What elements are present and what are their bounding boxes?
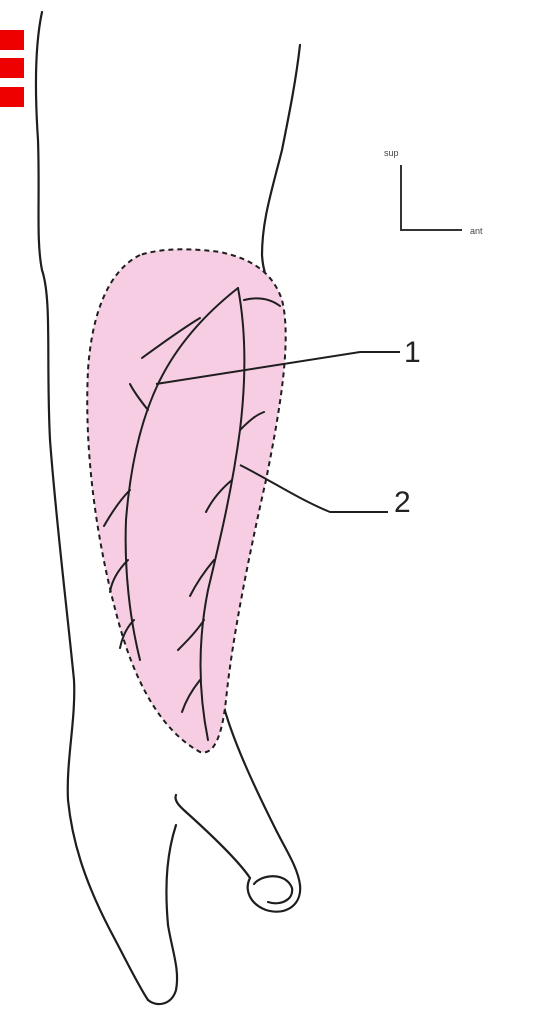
red-marker-bar-3 xyxy=(0,87,24,107)
callout-label-2: 2 xyxy=(394,486,411,519)
digit-outline xyxy=(175,795,300,912)
red-marker-bars xyxy=(0,30,24,107)
orientation-up-label: sup xyxy=(384,148,399,158)
red-marker-bar-2 xyxy=(0,58,24,78)
orientation-axes xyxy=(401,165,462,230)
red-marker-bar-1 xyxy=(0,30,24,50)
digit-nail xyxy=(254,876,292,903)
orientation-indicator: sup ant xyxy=(384,148,483,236)
orientation-right-label: ant xyxy=(470,226,483,236)
limb-bottom-tip xyxy=(148,925,177,1004)
flap-region xyxy=(87,249,285,752)
limb-inner-notch xyxy=(166,825,176,925)
callout-label-1: 1 xyxy=(404,336,421,369)
